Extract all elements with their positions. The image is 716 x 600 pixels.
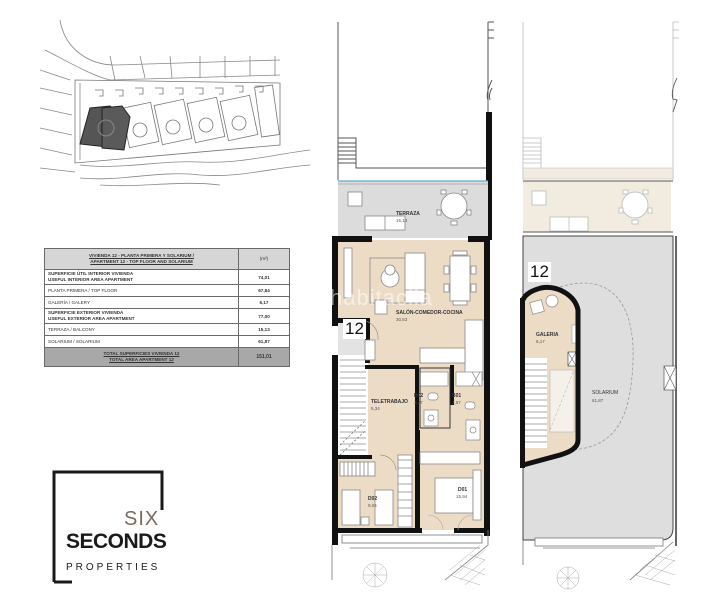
room-area-teletrabajo: 5,34 <box>371 406 380 411</box>
table-row: PLANTA PRIMERA / TOP FLOOR 67,84 <box>44 284 290 297</box>
row-value: 61,87 <box>238 335 290 348</box>
row-label: GALERÍA / GALERY <box>44 296 239 309</box>
label-line2: USEFUL EXTERIOR AREA APARTMENT <box>48 316 135 321</box>
living-furniture <box>343 247 484 381</box>
unit-header: (m²) <box>238 248 290 270</box>
room-area-galeria: 6,17 <box>536 339 545 344</box>
room-area-solarium: 61,87 <box>592 398 604 403</box>
row-label: PLANTA PRIMERA / TOP FLOOR <box>44 284 239 297</box>
row-value: 74,01 <box>238 269 290 285</box>
room-label-b01: B01 <box>452 393 462 399</box>
room-area-b02: 3,47 <box>414 400 423 405</box>
logo-six: SIX <box>124 508 160 530</box>
logo-seconds: SECONDS <box>66 530 167 553</box>
table-row: SOLARIUM / SOLARIUM 61,87 <box>44 335 290 348</box>
logo-frame-icon <box>52 470 164 584</box>
title-line1: VIVIENDA 12 - PLANTA PRIMERA Y SOLARIUM … <box>89 253 194 258</box>
top-floor-plan <box>331 21 494 588</box>
room-area-d02: 9,04 <box>368 503 377 508</box>
row-value: 15,13 <box>238 323 290 336</box>
unit-number-solarium: 12 <box>528 262 551 282</box>
row-label: TERRAZA / BALCONY <box>44 323 239 336</box>
landscape-hatch <box>362 544 486 588</box>
total-line2: TOTAL AREA APARTMENT 12 <box>109 357 174 362</box>
row-value: 77,00 <box>238 308 290 324</box>
room-label-galeria: GALERIA <box>536 332 559 338</box>
terrace-furniture <box>347 189 472 231</box>
room-area-salon: 30,53 <box>396 317 408 322</box>
room-label-d01: D01 <box>458 487 468 493</box>
site-key-plan <box>40 20 310 187</box>
table-header-row: VIVIENDA 12 - PLANTA PRIMERA Y SOLARIUM … <box>44 248 290 270</box>
room-label-d02: D02 <box>368 496 378 502</box>
room-label-teletrabajo: TELETRABAJO <box>371 399 408 405</box>
row-value: 67,84 <box>238 284 290 297</box>
watermark: habitaclia <box>330 285 433 310</box>
table-title: VIVIENDA 12 - PLANTA PRIMERA Y SOLARIUM … <box>44 248 239 270</box>
total-line1: TOTAL SUPERFICIES VIVIENDA 12 <box>103 351 180 356</box>
highlighted-unit <box>79 105 131 151</box>
room-label-solarium: SOLARIUM <box>592 390 619 396</box>
room-label-b02: B02 <box>414 393 424 399</box>
row-label: SOLARIUM / SOLARIUM <box>44 335 239 348</box>
area-table: VIVIENDA 12 - PLANTA PRIMERA Y SOLARIUM … <box>44 248 290 367</box>
room-label-salon: SALÓN-COMEDOR-COCINA <box>396 310 463 316</box>
room-area-d01: 15,94 <box>456 494 468 499</box>
solarium-plan <box>520 21 679 590</box>
logo-properties: PROPERTIES <box>66 562 161 573</box>
total-value: 151,01 <box>238 347 290 367</box>
landscape-hatch <box>556 544 676 590</box>
label-line1: SUPERFICIE ÚTIL INTERIOR VIVIENDA <box>48 271 134 276</box>
room-label-terraza: TERRAZA <box>396 211 420 217</box>
table-row: GALERÍA / GALERY 6,17 <box>44 296 290 309</box>
label-line1: SUPERFICIE EXTERIOR VIVIENDA <box>48 310 124 315</box>
room-area-b01: 3,57 <box>452 400 461 405</box>
room-area-terraza: 15,13 <box>396 218 408 223</box>
label-line2: USEFUL INTERIOR AREA APARTMENT <box>48 277 134 282</box>
title-line2: APARTMENT 12 - TOP FLOOR AND SOLARIUM <box>90 259 193 264</box>
unit-number-top-floor: 12 <box>343 319 366 339</box>
table-row: TERRAZA / BALCONY 15,13 <box>44 323 290 336</box>
row-value: 6,17 <box>238 296 290 309</box>
